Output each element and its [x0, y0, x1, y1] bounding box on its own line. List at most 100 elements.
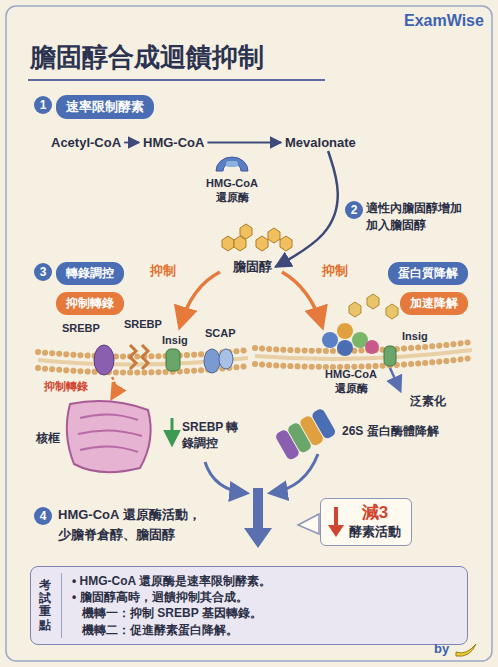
section-pill: 速率限制酵素 [56, 95, 154, 119]
arrow-label: 抑制 [322, 262, 348, 280]
membrane-proteins [204, 349, 220, 373]
notes-list: • HMG-CoA 還原酶是速率限制酵素。• 膽固醇高時，迴饋抑制其合成。機轉一… [61, 573, 271, 638]
node-text: SREBP 轉錄調控 [182, 420, 244, 451]
ubiquitin-hexagons [349, 294, 398, 319]
down-arrow-icon [334, 507, 338, 527]
banana-icon [456, 644, 476, 656]
node-text: 適性內膽固醇增加 加入膽固醇 [366, 200, 470, 235]
cholesterol-molecules [268, 228, 280, 243]
membrane-proteins [219, 349, 233, 369]
process-label: 泛素化 [410, 393, 446, 410]
cell-membrane [255, 350, 472, 359]
result-arrow [244, 488, 272, 548]
proteasome [311, 408, 337, 440]
enzyme-icon [216, 157, 248, 171]
annotation: 適性內膽固醇增加 加入膽固醇 [366, 200, 470, 235]
callout-tail [298, 514, 319, 534]
callout-number: 4 [34, 507, 52, 525]
cholesterol-molecules [240, 224, 252, 239]
enzyme-complex [322, 332, 338, 348]
nucleus [78, 414, 142, 452]
step-label: SREBP 轉錄調控 [182, 420, 244, 451]
flow-arrow [207, 142, 281, 144]
inhibit-arrow [180, 272, 220, 326]
organelle-label: 核框 [36, 430, 60, 447]
title-underline [28, 79, 325, 81]
exam-notes-box: 考試重點 • HMG-CoA 還原酶是速率限制酵素。• 膽固醇高時，迴饋抑制其合成… [30, 566, 468, 645]
down-arrow-icon [328, 525, 344, 537]
proteasome [274, 408, 337, 461]
transcription-arrow [112, 377, 115, 398]
note-line: 機轉二：促進酵素蛋白降解。 [72, 622, 271, 638]
enzyme-complex [322, 323, 396, 366]
section-pill: 蛋白質降解 [388, 262, 468, 285]
cholesterol-molecules [222, 236, 234, 251]
flow-arrow [276, 151, 338, 267]
node-text: 26S 蛋白酶體降解 [342, 424, 439, 440]
pathway-step: Acetyl-CoA [48, 134, 124, 151]
node-text: 速率限制酵素 [66, 98, 144, 116]
merge-arrow [271, 454, 318, 493]
membrane-proteins [130, 345, 148, 369]
note-line: 機轉一：抑制 SREBP 基因轉錄。 [72, 605, 271, 621]
callout-text: 酵素活動 [349, 523, 401, 541]
credit: by [434, 641, 449, 656]
page-frame [6, 6, 492, 661]
result-arrow [253, 488, 263, 530]
down-arrow [171, 418, 174, 444]
node-text: 蛋白質降解 [398, 265, 458, 282]
result-text: HMG-CoA 還原酶活動， 少膽脊倉醇、膽固醇 [58, 505, 208, 544]
tag-pill: 抑制轉錄 [56, 292, 124, 315]
ubiquitin-hexagons [349, 302, 361, 317]
callout-text: 減3酵素活動 [349, 503, 401, 541]
ubiquitin-hexagons [367, 294, 379, 309]
enzyme-icon [226, 161, 238, 167]
note-line: • 膽固醇高時，迴饋抑制其合成。 [72, 589, 271, 605]
membrane-proteins [94, 345, 114, 375]
callout-number: 1 [34, 96, 52, 114]
step-label: 26S 蛋白酶體降解 [342, 424, 439, 440]
cholesterol-molecules [222, 224, 292, 251]
callout-number: 2 [345, 201, 363, 219]
node-text: HMG-CoA [143, 135, 204, 150]
tag-pill: 加速降解 [400, 292, 468, 315]
down-arrow-icon [327, 505, 345, 539]
inhibit-arrow [282, 272, 322, 326]
brand-name: ExamWise [404, 12, 484, 30]
node-text: 抑制轉錄 [66, 295, 114, 312]
node-text: 膽固醇 [233, 258, 272, 276]
enzyme-label: HMG-CoA 還原酶 [320, 368, 382, 396]
enzyme-complex [337, 323, 353, 339]
enzyme-complex [365, 340, 379, 354]
note-line: • HMG-CoA 還原酶是速率限制酵素。 [72, 573, 271, 589]
cholesterol-molecules [280, 236, 292, 251]
section-pill: 轉錄調控 [56, 262, 124, 285]
protein-label: Insig [162, 334, 188, 346]
membrane-proteins [166, 349, 180, 371]
nucleus [67, 401, 151, 472]
flow-arrow [124, 142, 139, 144]
ubiquitination-arrow [390, 368, 400, 390]
node-text: HMG-CoA 還原酶 [200, 177, 264, 205]
protein-label: SREBP [62, 322, 100, 334]
banana-icon [456, 644, 476, 656]
diagram-title: 膽固醇合成迴饋抑制 [30, 40, 264, 75]
callout-number: 3 [34, 263, 52, 281]
membrane-proteins [94, 345, 233, 375]
enzyme-complex [337, 340, 353, 356]
callout-box: 減3酵素活動 [320, 498, 412, 546]
enzyme-complex [384, 346, 396, 366]
molecule-label: 膽固醇 [230, 257, 275, 277]
enzyme-icon [216, 157, 248, 171]
result-arrow [244, 528, 272, 548]
arrow-label: 抑制 [150, 262, 176, 280]
cholesterol-molecules [256, 236, 268, 251]
node-text: 轉錄調控 [66, 265, 114, 282]
ubiquitin-hexagons [386, 304, 398, 319]
vertical-heading: 考試重點 [39, 579, 51, 632]
node-text: HMG-CoA 還原酶活動， 少膽脊倉醇、膽固醇 [58, 505, 208, 544]
protein-label: SCAP [205, 327, 236, 339]
pathway-step: HMG-CoA [140, 134, 207, 151]
